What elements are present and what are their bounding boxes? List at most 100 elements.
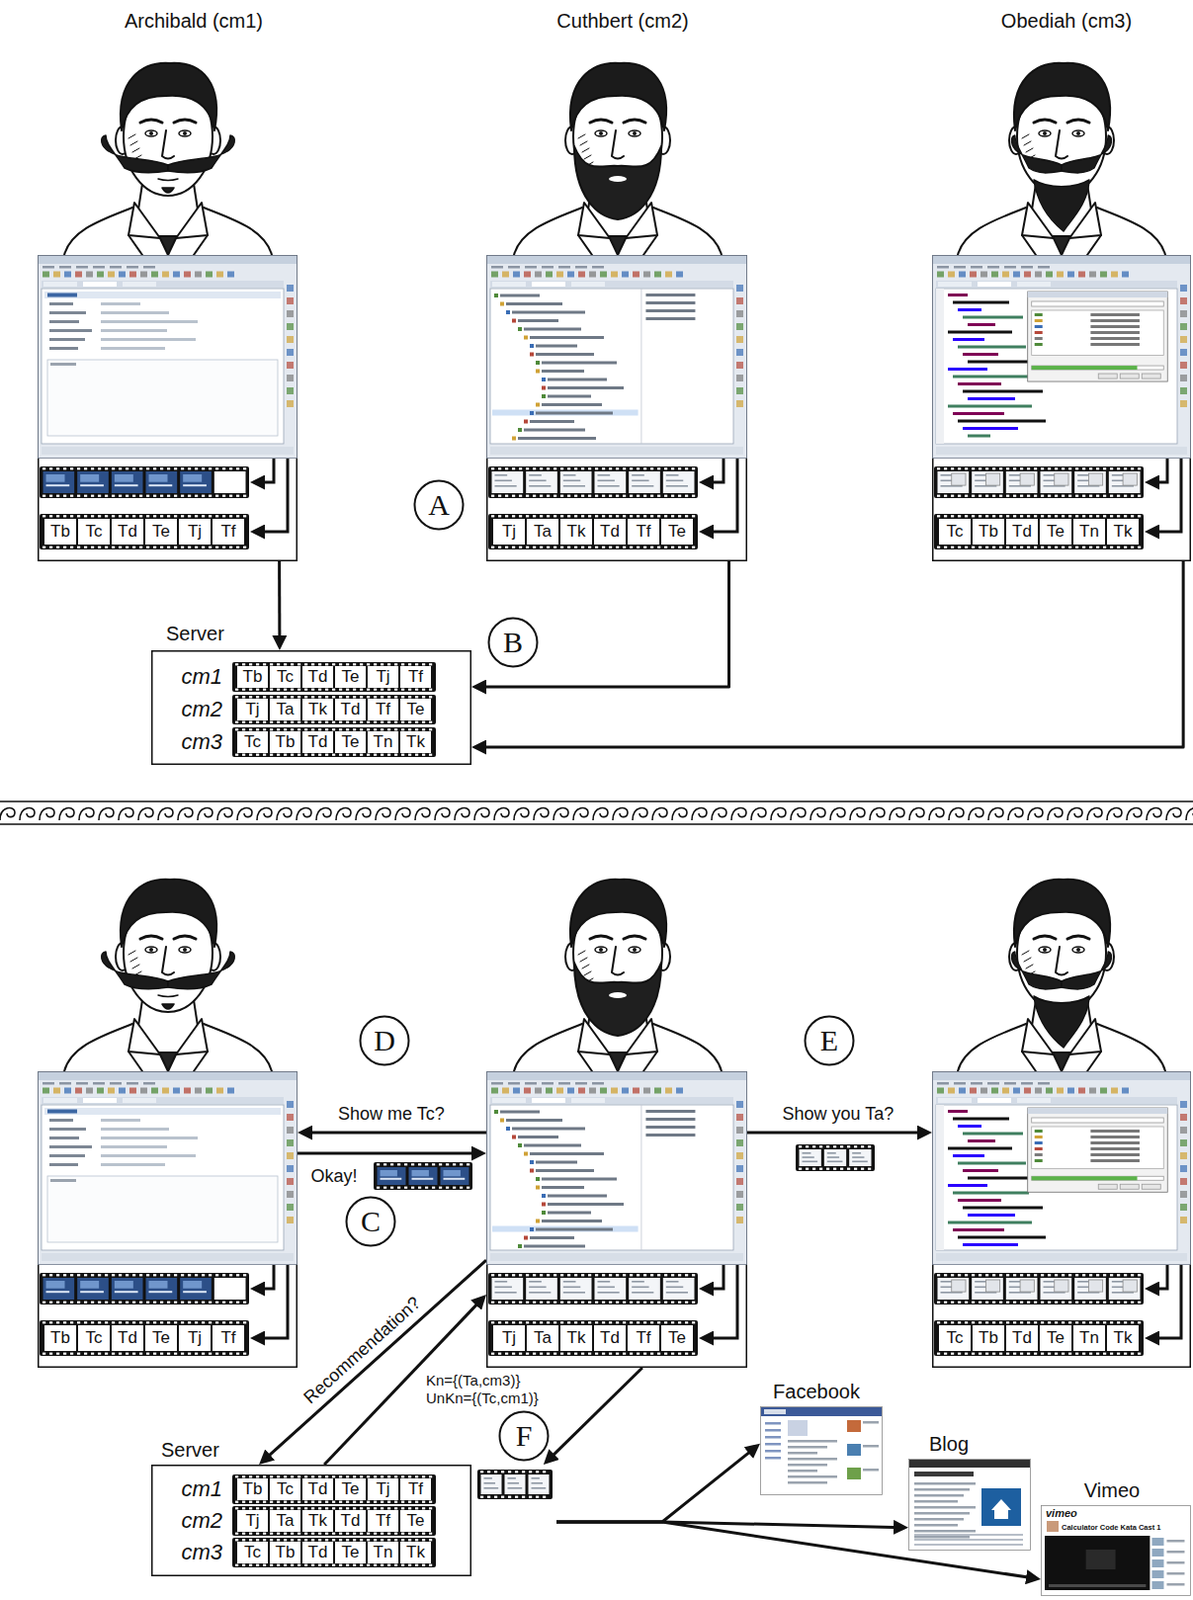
- screen-capture-part: [1180, 1101, 1188, 1108]
- screen-film-part: [1040, 1278, 1073, 1300]
- shared-film-part: [445, 1163, 449, 1166]
- film-strip-part: [546, 514, 550, 517]
- film-strip-part: [1123, 514, 1127, 517]
- screen-film-part: [615, 495, 619, 498]
- screen-capture-part: [487, 1072, 748, 1266]
- film-strip-part: [318, 754, 322, 757]
- film-strip-part: [937, 546, 940, 549]
- portrait-sketch-part: [608, 175, 627, 182]
- film-strip-part: [49, 1321, 53, 1324]
- screen-film-part: [146, 495, 150, 498]
- screen-film-part: [971, 495, 975, 498]
- screen-capture-part: [183, 271, 191, 278]
- shared-film-part: [833, 1168, 837, 1171]
- screen-film-part: [608, 1274, 612, 1277]
- film-strip-part: [215, 1353, 219, 1356]
- screen-film-part: [222, 1301, 226, 1304]
- screen-capture-part: [491, 1088, 499, 1095]
- film-strip-part: [964, 514, 968, 517]
- screen-film-part: [940, 1280, 954, 1283]
- film-strip-part: [222, 546, 226, 549]
- step-marker: E: [803, 1015, 855, 1067]
- film-strip-part: [567, 546, 571, 549]
- film-strip-part: [1130, 546, 1134, 549]
- film-strip-part: [97, 546, 101, 549]
- screen-film-part: [229, 1274, 233, 1277]
- screen-capture-part: [1141, 1184, 1161, 1190]
- site-capture-part: [862, 1421, 879, 1425]
- shared-film-part: [798, 1168, 802, 1171]
- film-strip-part: [1040, 1321, 1044, 1324]
- ornament-divider-part: [237, 807, 253, 821]
- screen-film-part: [563, 485, 586, 488]
- screen-capture-part: [491, 271, 499, 278]
- film-strip-part: [187, 514, 191, 517]
- screen-film-part: [985, 473, 1000, 486]
- screen-film-part: [528, 1286, 546, 1289]
- film-strip-part: [622, 514, 626, 517]
- portrait-sketch-part: [1022, 235, 1036, 256]
- portrait-sketch-part: [580, 141, 588, 146]
- ornament-divider-part: [652, 807, 668, 821]
- film-strip-part: [387, 721, 391, 724]
- screen-film-part: [146, 471, 178, 494]
- film-strip-part: [104, 1353, 108, 1356]
- film-strip-part: [636, 546, 640, 549]
- screen-capture-part: [506, 302, 563, 306]
- screen-capture-part: [980, 271, 988, 278]
- screen-film-part: [215, 1274, 219, 1277]
- screen-film-part: [971, 1301, 975, 1304]
- film-strip-part: [1047, 546, 1051, 549]
- portrait-sketch-part: [584, 971, 592, 976]
- site-capture-part: [847, 1420, 861, 1433]
- screen-capture-part: [632, 271, 640, 278]
- film-strip-part: [345, 688, 349, 691]
- screen-film-part: [622, 1274, 626, 1277]
- portrait-sketch-part: [1038, 130, 1051, 137]
- screen-capture-part: [991, 1088, 999, 1095]
- portrait-sketch-part: [1076, 131, 1081, 136]
- screen-film-part: [146, 467, 150, 470]
- film-strip-part: [63, 514, 67, 517]
- task-id: Te: [335, 731, 366, 754]
- screen-capture-part: [531, 1098, 566, 1104]
- screen-film-part: [597, 1291, 620, 1294]
- screen-capture-part: [512, 271, 520, 278]
- film-strip-part: [1089, 514, 1093, 517]
- screen-film-part: [1130, 495, 1134, 498]
- screen-capture-part: [529, 352, 534, 357]
- workstation-drawing-part: [487, 255, 748, 562]
- screen-capture-part: [517, 1143, 522, 1148]
- film-strip-part: [70, 546, 74, 549]
- screen-film-part: [111, 1301, 115, 1304]
- screen-capture-part: [937, 1098, 972, 1104]
- screen-film-part: [532, 1274, 536, 1277]
- screen-film-part: [539, 1274, 543, 1277]
- portrait-sketch-part: [140, 119, 163, 123]
- screen-capture-part: [937, 1082, 949, 1086]
- screen-film-part: [42, 495, 46, 498]
- film-strip-part: [992, 1321, 996, 1324]
- film-strip-part: [387, 688, 391, 691]
- screen-film-part: [1075, 1301, 1079, 1304]
- shared-film-part: [376, 1187, 380, 1190]
- film-strip-part: [415, 721, 419, 724]
- film-strip-part: [567, 514, 571, 517]
- task-id: Tj: [178, 518, 211, 545]
- film-strip-part: [415, 688, 419, 691]
- screen-capture-part: [1180, 1203, 1188, 1211]
- task-id: Te: [1039, 518, 1072, 545]
- film-strip-part: [208, 1353, 212, 1356]
- film-strip-part: [249, 688, 253, 691]
- screen-capture-part: [1180, 284, 1188, 292]
- screen-capture-part: [194, 1088, 202, 1095]
- screen-capture-part: [1090, 337, 1140, 341]
- screen-film-part: [563, 1291, 586, 1294]
- ornament-divider-part: [19, 807, 35, 821]
- screen-capture-part: [286, 1191, 294, 1198]
- screen-film-part: [222, 1274, 226, 1277]
- film-strip-part: [491, 1353, 495, 1356]
- film-strip-part: [167, 1353, 171, 1356]
- film-strip-part: [608, 546, 612, 549]
- screen-film-part: [629, 1301, 633, 1304]
